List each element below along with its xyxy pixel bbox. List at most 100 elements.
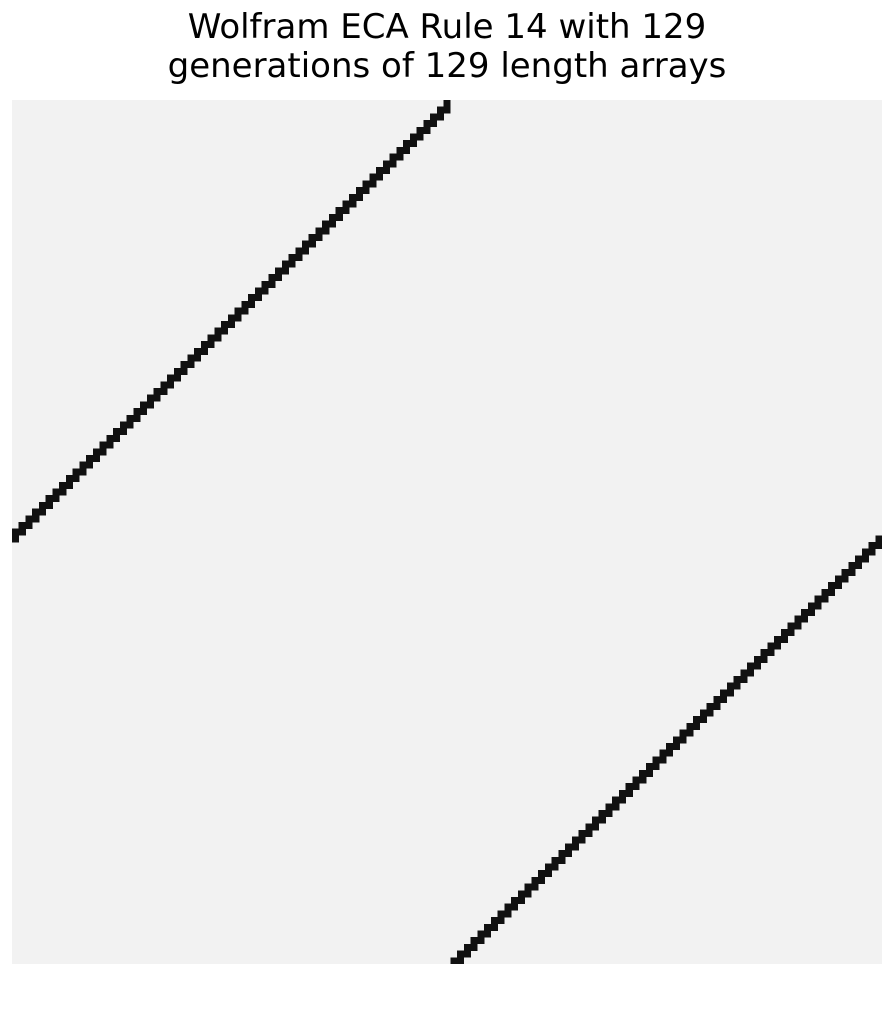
live-cell (133, 408, 141, 416)
live-cell (861, 555, 869, 563)
live-cell (484, 930, 492, 938)
live-cell (470, 943, 478, 951)
live-cell (167, 374, 175, 382)
live-cell (376, 166, 384, 174)
live-cell (328, 213, 337, 221)
live-cell (241, 300, 249, 308)
live-cell (558, 850, 566, 858)
live-cell (747, 669, 755, 677)
live-cell (382, 166, 390, 174)
live-cell (672, 742, 680, 750)
live-cell (355, 187, 363, 195)
live-cell (875, 542, 882, 550)
live-cell (86, 454, 94, 462)
live-cell (180, 361, 188, 369)
live-cell (416, 133, 424, 141)
live-cell (281, 260, 289, 268)
live-cell (362, 180, 370, 188)
live-cell (848, 562, 856, 570)
live-cell (295, 247, 303, 255)
live-cell (207, 334, 215, 342)
live-cell (774, 642, 782, 650)
live-cell (794, 622, 802, 630)
live-cell (302, 240, 310, 248)
live-cell (52, 488, 60, 496)
live-cell (436, 106, 444, 114)
live-cell (538, 876, 546, 884)
live-cell (79, 461, 87, 469)
live-cell (119, 421, 127, 429)
live-cell (86, 461, 94, 469)
live-cell (396, 153, 404, 161)
live-cell (632, 776, 640, 784)
live-cell (801, 609, 809, 617)
chart-title-line-2: generations of 129 length arrays (167, 46, 727, 86)
live-cell (173, 374, 181, 382)
live-cell (679, 736, 687, 744)
live-cell (221, 327, 229, 335)
live-cell (430, 113, 438, 121)
live-cell (221, 321, 229, 329)
live-cell (659, 749, 667, 757)
live-cell (686, 722, 694, 730)
live-cell (382, 160, 390, 168)
live-cell (99, 441, 107, 449)
live-cell (794, 615, 802, 623)
live-cell (578, 836, 586, 844)
live-cell (315, 227, 323, 235)
live-cell (848, 568, 856, 576)
live-cell (774, 635, 782, 643)
live-cell (686, 729, 694, 737)
live-cell (625, 789, 633, 797)
live-cell (254, 294, 262, 302)
live-cell (855, 562, 863, 570)
ca-cells (12, 100, 882, 964)
live-cell (234, 307, 242, 315)
live-cell (160, 381, 168, 389)
live-cell (605, 803, 613, 811)
live-cell (25, 515, 33, 523)
live-cell (726, 682, 734, 690)
live-cell (227, 314, 235, 322)
live-cell (18, 528, 26, 536)
live-cell (268, 274, 276, 282)
live-cell (167, 381, 175, 389)
ca-background (12, 100, 882, 964)
live-cell (470, 937, 478, 945)
live-cell (713, 702, 721, 710)
live-cell (780, 635, 788, 643)
live-cell (693, 722, 701, 730)
live-cell (531, 876, 539, 884)
live-cell (645, 769, 653, 777)
live-cell (625, 783, 633, 791)
live-cell (187, 361, 195, 369)
live-cell (753, 655, 761, 663)
live-cell (234, 314, 242, 322)
live-cell (443, 106, 451, 114)
live-cell (436, 113, 444, 121)
live-cell (706, 702, 714, 710)
live-cell (720, 696, 728, 704)
live-cell (146, 394, 154, 402)
live-cell (173, 367, 181, 375)
live-cell (261, 287, 269, 295)
live-cell (396, 146, 404, 154)
live-cell (612, 796, 620, 804)
live-cell (99, 448, 107, 456)
live-cell (450, 957, 458, 964)
live-cell (302, 247, 310, 255)
live-cell (322, 220, 330, 228)
live-cell (443, 100, 451, 107)
live-cell (288, 260, 296, 268)
live-cell (598, 809, 606, 817)
live-cell (517, 897, 525, 905)
live-cell (106, 434, 114, 442)
live-cell (693, 716, 701, 724)
live-cell (517, 890, 525, 898)
live-cell (153, 388, 161, 395)
live-cell (457, 957, 465, 964)
live-cell (38, 501, 47, 509)
live-cell (807, 602, 815, 610)
ca-grid (12, 100, 882, 964)
live-cell (551, 863, 559, 871)
